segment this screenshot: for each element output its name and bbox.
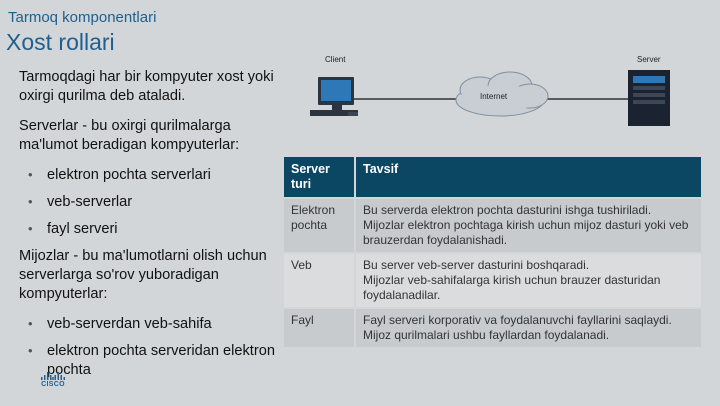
internet-cloud-icon [455, 71, 549, 117]
list-item: elektron pochta serverlari [19, 165, 284, 185]
table-row: Elektron pochta Bu serverda elektron poc… [284, 197, 701, 253]
internet-label: Internet [480, 92, 508, 101]
description-cell: Bu server veb-server dasturini boshqarad… [355, 252, 701, 308]
description-line: Bu server veb-server dasturini boshqarad… [363, 258, 590, 272]
server-label: Server [637, 55, 661, 64]
servers-paragraph: Serverlar - bu oxirgi qurilmalarga ma'lu… [19, 118, 240, 153]
cisco-wordmark: CISCO [41, 381, 65, 388]
client-label: Client [325, 55, 346, 64]
table-row: Fayl Fayl serveri korporativ va foydalan… [284, 307, 701, 347]
clients-paragraph: Mijozlar - bu ma'lumotlarni olish uchun … [19, 248, 267, 302]
content-text: Tarmoqdagi har bir kompyuter xost yoki o… [19, 68, 284, 388]
server-type-cell: Elektron pochta [284, 197, 356, 253]
client-list: veb-serverdan veb-sahifa elektron pochta… [19, 314, 284, 380]
cisco-bars-icon [41, 372, 65, 380]
list-item: veb-serverdan veb-sahifa [19, 314, 284, 334]
description-line: Mijoz qurilmalari ushbu fayllardan foyda… [363, 328, 610, 342]
description-cell: Bu serverda elektron pochta dasturini is… [355, 197, 701, 253]
list-item: fayl serveri [19, 219, 284, 239]
list-item: veb-serverlar [19, 192, 284, 212]
slide-header: Tarmoq komponentlari Xost rollari [0, 0, 720, 60]
description-line: Mijozlar veb-sahifalarga kirish uchun br… [363, 273, 661, 302]
server-icon [628, 70, 670, 126]
description-line: Fayl serveri korporativ va foydalanuvchi… [363, 313, 672, 327]
slide-title: Xost rollari [6, 29, 115, 55]
client-computer-icon [310, 77, 358, 116]
section-subtitle: Tarmoq komponentlari [8, 9, 157, 26]
server-type-cell: Veb [284, 252, 356, 308]
server-list: elektron pochta serverlari veb-serverlar… [19, 165, 284, 239]
column-header-type: Server turi [284, 157, 356, 198]
description-line: Bu serverda elektron pochta dasturini is… [363, 203, 652, 217]
table-header-row: Server turi Tavsif [284, 157, 701, 198]
description-line: Mijozlar elektron pochtaga kirish uchun … [363, 218, 689, 247]
table-row: Veb Bu server veb-server dasturini boshq… [284, 252, 701, 308]
intro-paragraph: Tarmoqdagi har bir kompyuter xost yoki o… [19, 69, 274, 104]
description-cell: Fayl serveri korporativ va foydalanuvchi… [355, 307, 701, 347]
cisco-logo: CISCO [38, 372, 68, 390]
server-types-table: Server turi Tavsif Elektron pochta Bu se… [284, 157, 701, 347]
column-header-description: Tavsif [355, 157, 701, 198]
network-diagram: Client Internet Server [300, 52, 700, 132]
network-diagram-graphic [310, 70, 670, 126]
server-type-cell: Fayl [284, 307, 356, 347]
